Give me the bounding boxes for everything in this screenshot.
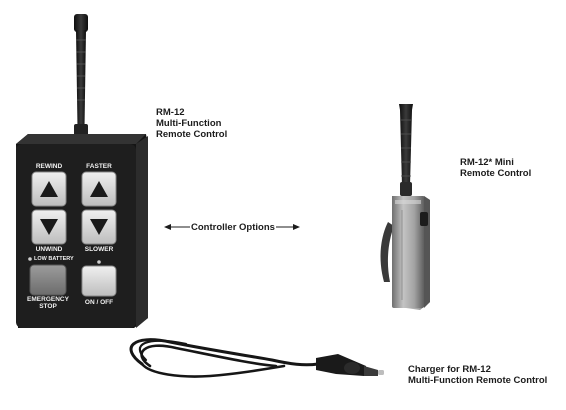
charger-cord <box>129 338 320 378</box>
controller-options-arrows <box>164 224 300 230</box>
rewind-label: REWIND <box>35 163 63 170</box>
rm12-mini-remote <box>380 104 430 310</box>
rm12-caption-line2: Multi-Function <box>156 118 222 129</box>
slower-button[interactable] <box>81 209 117 245</box>
on-off-label: ON / OFF <box>84 299 114 306</box>
low-battery-label: LOW BATTERY <box>34 256 74 262</box>
charger-caption: Charger for RM-12 Multi-Function Remote … <box>408 364 547 386</box>
charger-caption-line1: Charger for RM-12 <box>408 364 491 375</box>
on-off-button[interactable] <box>81 265 117 297</box>
down-arrow-icon <box>40 219 58 235</box>
charger-caption-line2: Multi-Function Remote Control <box>408 375 548 386</box>
up-arrow-icon <box>90 181 108 197</box>
up-arrow-icon <box>40 181 58 197</box>
emergency-label-line1: EMERGENCY <box>27 296 69 303</box>
rm12-caption-line3: Remote Control <box>156 129 228 140</box>
arrow-left-icon <box>164 224 171 230</box>
faster-button[interactable] <box>81 171 117 207</box>
rm12-mini-caption-line1: RM-12* Mini <box>460 157 514 168</box>
unwind-label: UNWIND <box>35 246 63 253</box>
led-indicator-icon <box>97 260 101 264</box>
rm12-antenna <box>74 14 88 138</box>
rm12-mini-caption: RM-12* Mini Remote Control <box>460 157 531 179</box>
rm12-caption-line1: RM-12 <box>156 107 185 118</box>
charger-plug <box>316 354 384 376</box>
emergency-stop-label: EMERGENCY STOP <box>26 296 70 310</box>
unwind-button[interactable] <box>31 209 67 245</box>
faster-label: FASTER <box>86 163 112 170</box>
rm12-mini-caption-line2: Remote Control <box>460 168 532 179</box>
emergency-stop-button[interactable] <box>29 264 67 296</box>
controller-options-label: Controller Options <box>191 222 275 233</box>
rm12-caption: RM-12 Multi-Function Remote Control <box>156 107 227 140</box>
rewind-button[interactable] <box>31 171 67 207</box>
down-arrow-icon <box>90 219 108 235</box>
led-indicator-icon <box>28 257 32 261</box>
arrow-right-icon <box>293 224 300 230</box>
emergency-label-line2: STOP <box>39 303 57 310</box>
slower-label: SLOWER <box>84 246 114 253</box>
